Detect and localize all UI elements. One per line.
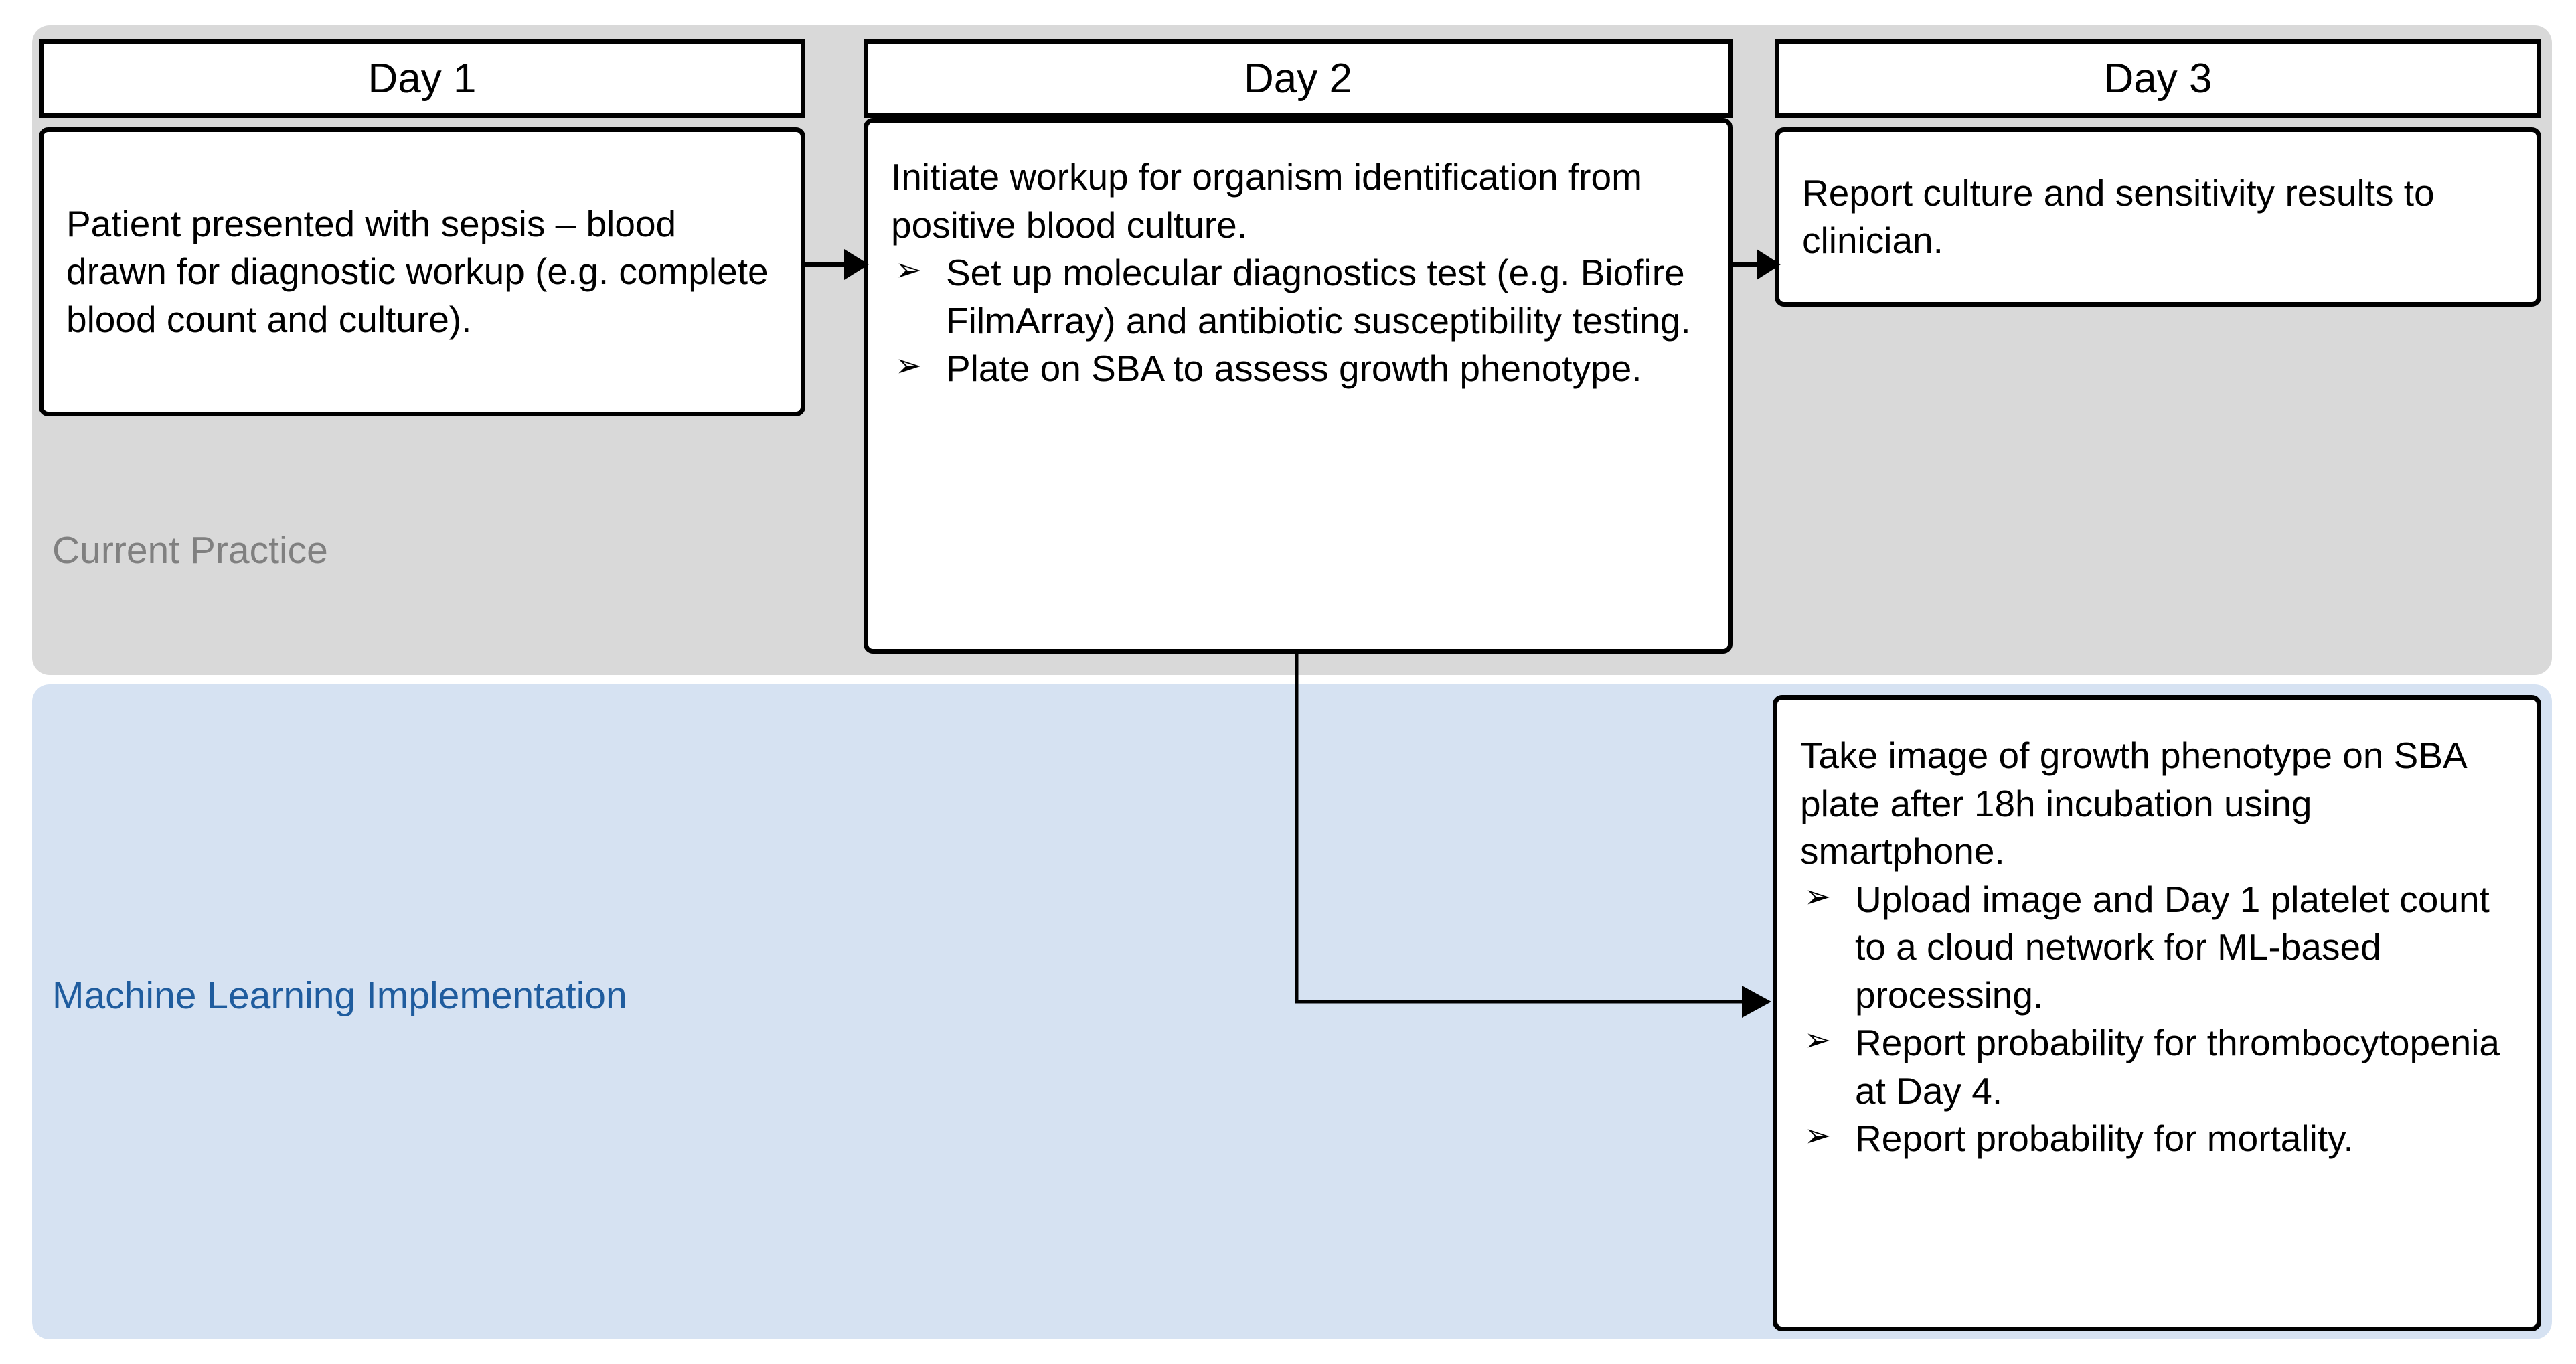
list-item-label: Report probability for mortality. bbox=[1855, 1118, 2354, 1159]
list-item-label: Set up molecular diagnostics test (e.g. … bbox=[946, 252, 1691, 342]
day-1-step-box: Patient presented with sepsis – blood dr… bbox=[39, 127, 805, 416]
day-1-header: Day 1 bbox=[39, 39, 805, 118]
day-2-header: Day 2 bbox=[864, 39, 1733, 118]
day-3-step-text: Report culture and sensitivity results t… bbox=[1802, 171, 2435, 262]
arrowhead-bullet-icon: ➢ bbox=[1804, 1118, 1832, 1154]
list-item-label: Plate on SBA to assess growth phenotype. bbox=[946, 348, 1642, 389]
day-3-header: Day 3 bbox=[1775, 39, 2541, 118]
day-2-step-box: Initiate workup for organism identificat… bbox=[864, 118, 1733, 654]
list-item: ➢ Plate on SBA to assess growth phenotyp… bbox=[891, 345, 1708, 393]
lane-label-current-practice: Current Practice bbox=[52, 529, 328, 572]
ml-step-box: Take image of growth phenotype on SBA pl… bbox=[1773, 695, 2541, 1331]
list-item-label: Upload image and Day 1 platelet count to… bbox=[1855, 878, 2490, 1016]
day-1-step-text: Patient presented with sepsis – blood dr… bbox=[66, 202, 769, 340]
connector-day2-to-day3-arrow bbox=[1733, 241, 1783, 288]
list-item: ➢ Report probability for thrombocytopeni… bbox=[1800, 1019, 2516, 1115]
connector-day2-to-ml-elbow-arrow bbox=[1292, 651, 1781, 1026]
ml-bullet-list: ➢ Upload image and Day 1 platelet count … bbox=[1800, 876, 2516, 1163]
ml-step-text: Take image of growth phenotype on SBA pl… bbox=[1800, 735, 2466, 872]
list-item: ➢ Upload image and Day 1 platelet count … bbox=[1800, 876, 2516, 1020]
day-2-bullet-list: ➢ Set up molecular diagnostics test (e.g… bbox=[891, 249, 1708, 393]
connector-day1-to-day2-arrow bbox=[805, 241, 872, 288]
day-2-step-text: Initiate workup for organism identificat… bbox=[891, 156, 1642, 246]
arrowhead-bullet-icon: ➢ bbox=[895, 252, 922, 288]
list-item: ➢ Set up molecular diagnostics test (e.g… bbox=[891, 249, 1708, 345]
list-item-label: Report probability for thrombocytopenia … bbox=[1855, 1022, 2500, 1112]
list-item: ➢ Report probability for mortality. bbox=[1800, 1115, 2516, 1163]
day-3-step-box: Report culture and sensitivity results t… bbox=[1775, 127, 2541, 307]
lane-label-machine-learning: Machine Learning Implementation bbox=[52, 974, 627, 1017]
arrowhead-bullet-icon: ➢ bbox=[895, 348, 922, 384]
arrowhead-bullet-icon: ➢ bbox=[1804, 1022, 1832, 1058]
arrowhead-bullet-icon: ➢ bbox=[1804, 879, 1832, 915]
